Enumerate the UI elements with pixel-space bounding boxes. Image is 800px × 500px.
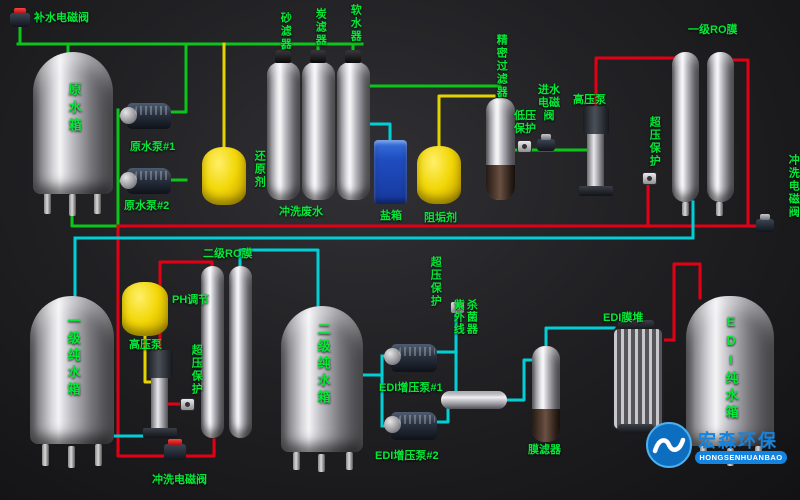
- tank-leg: [42, 444, 49, 466]
- membrane-filter-base: [532, 409, 560, 442]
- hp-pump1-motor: [583, 106, 609, 134]
- ro2-label: 二级RO膜: [203, 248, 253, 260]
- antiscalant-label: 阻垢剂: [424, 212, 457, 224]
- edi-tank-label: EDI纯水箱: [723, 314, 739, 422]
- edi-pump1-label: EDI增压泵#1: [379, 382, 443, 394]
- tank-leg: [318, 454, 325, 472]
- makeup-solenoid-valve-icon: [10, 8, 30, 27]
- membrane-filter-label: 膜滤器: [528, 444, 561, 456]
- tank-leg: [94, 192, 101, 214]
- softener-column: [337, 62, 370, 200]
- ph-adjust-label: PH调节: [172, 294, 210, 306]
- edi-stack-bottom-cap: [618, 424, 654, 433]
- overpressure3-label: 超压保护: [429, 256, 442, 308]
- low-pressure-label: 低压保护: [514, 110, 536, 136]
- edi-stack-top-cap: [618, 320, 654, 329]
- ro2-membrane-b: [229, 266, 252, 438]
- inlet-valve-label: 进水电磁阀: [538, 84, 560, 123]
- hp-pump2-label: 高压泵: [129, 339, 162, 351]
- ro1-foot: [682, 202, 689, 216]
- flush-waste-label: 冲洗废水: [279, 206, 323, 218]
- edi-stack-label: EDI膜堆: [603, 312, 644, 324]
- salt-box: [374, 140, 407, 204]
- overpressure2-switch: [180, 398, 195, 411]
- edi-booster-pump-1: [384, 344, 437, 372]
- company-name: 宏森环保: [698, 431, 778, 451]
- sand-filter-valve-head: [275, 50, 291, 63]
- tank-leg: [293, 452, 300, 470]
- company-logo-icon: [646, 422, 692, 468]
- raw-water-pump-2: [120, 168, 171, 194]
- stage2-pure-water-tank: [281, 306, 363, 452]
- precision-filter-label: 精密过滤器: [495, 34, 508, 99]
- reducing-agent-tank: [202, 147, 246, 205]
- raw-pump-1-label: 原水泵#1: [130, 141, 176, 153]
- softener-label: 软水器: [349, 4, 362, 43]
- precision-filter: [486, 98, 515, 200]
- reducing-agent-label: 还原剂: [253, 150, 266, 189]
- company-subtitle: HONGSENHUANBAO: [695, 451, 787, 464]
- salt-box-label: 盐箱: [380, 210, 402, 222]
- low-pressure-switch: [517, 140, 532, 153]
- edi-pure-water-tank: [686, 296, 774, 446]
- membrane-filter: [532, 346, 560, 442]
- stage1-pure-water-tank: [30, 296, 114, 444]
- overpressure3-switch: [450, 301, 465, 314]
- tank-leg: [69, 194, 76, 216]
- carbon-filter-valve-head: [310, 50, 326, 63]
- uv-sterilizer-tube: [441, 391, 507, 409]
- edi-pump2-label: EDI增压泵#2: [375, 450, 439, 462]
- edi-booster-pump-2: [384, 412, 437, 440]
- carbon-filter-label: 炭滤器: [314, 8, 327, 47]
- uv-sterilizer-label: 紫外线杀菌器: [452, 299, 478, 335]
- tank-leg: [346, 452, 353, 470]
- ro1-membrane-a: [672, 52, 699, 202]
- hp-pump2-base: [143, 428, 177, 438]
- hp-pump1-label: 高压泵: [573, 94, 606, 106]
- hp-pump1-column: [587, 134, 604, 186]
- hp-pump2-column: [151, 378, 168, 428]
- ro2-membrane-a: [201, 266, 224, 438]
- sand-filter-column: [267, 62, 300, 200]
- raw-water-tank: [33, 52, 113, 194]
- flush-valve-right-label: 冲洗电磁阀: [787, 154, 800, 219]
- sand-filter-label: 砂滤器: [279, 12, 292, 51]
- ro1-label: 一级RO膜: [688, 24, 738, 36]
- inlet-solenoid-valve-icon: [537, 134, 555, 151]
- tank-leg: [95, 444, 102, 466]
- hp-pump2-motor: [147, 350, 173, 378]
- softener-valve-head: [345, 50, 361, 63]
- hp-pump1-base: [579, 186, 613, 196]
- raw-pump-2-label: 原水泵#2: [124, 200, 170, 212]
- stage2-tank-label: 二级纯水箱: [315, 322, 331, 407]
- overpressure2-label: 超压保护: [190, 344, 203, 396]
- overpressure1-switch: [642, 172, 657, 185]
- ro1-foot: [716, 202, 723, 216]
- ro1-membrane-b: [707, 52, 734, 202]
- makeup-valve-label: 补水电磁阀: [34, 12, 89, 24]
- flush-solenoid-valve-bottom-icon: [164, 439, 186, 460]
- ph-dosing-tank: [122, 282, 168, 336]
- overpressure1-label: 超压保护: [648, 116, 661, 168]
- edi-stack: [612, 327, 664, 431]
- flush-valve-bottom-label: 冲洗电磁阀: [152, 474, 207, 486]
- precision-filter-base: [486, 165, 515, 200]
- tank-leg: [44, 192, 51, 214]
- stage1-tank-label: 一级纯水箱: [65, 314, 81, 399]
- antiscalant-tank: [417, 146, 461, 204]
- raw-tank-label: 原水箱: [66, 82, 82, 136]
- tank-leg: [68, 446, 75, 468]
- carbon-filter-column: [302, 62, 335, 200]
- raw-water-pump-1: [120, 103, 171, 129]
- flush-solenoid-valve-right-icon: [756, 214, 774, 232]
